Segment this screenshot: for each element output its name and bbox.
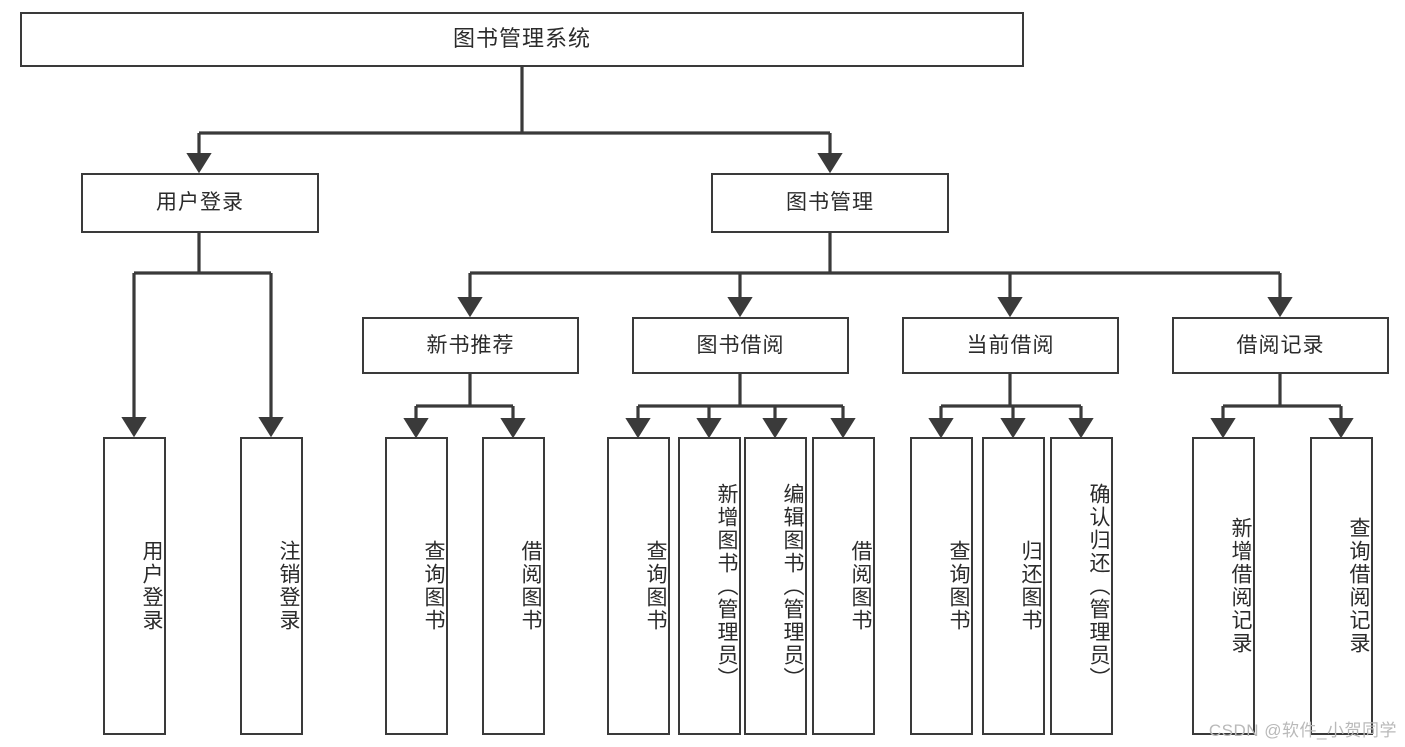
leaf-query-book-2[interactable]: 查询图书 — [607, 437, 670, 735]
node-root[interactable]: 图书管理系统 — [20, 12, 1024, 67]
leaf-logout-login[interactable]: 注销登录 — [240, 437, 303, 735]
csdn-watermark: CSDN @软件_小贺同学 — [1208, 721, 1397, 740]
leaf-user-login[interactable]: 用户登录 — [103, 437, 166, 735]
node-book-manage[interactable]: 图书管理 — [711, 173, 949, 233]
leaf-confirm-return[interactable]: 确认归还（管理员） — [1050, 437, 1113, 735]
node-book-borrow[interactable]: 图书借阅 — [632, 317, 849, 374]
leaf-add-book[interactable]: 新增图书（管理员） — [678, 437, 741, 735]
node-user-login[interactable]: 用户登录 — [81, 173, 319, 233]
leaf-query-book-1[interactable]: 查询图书 — [385, 437, 448, 735]
leaf-add-borrow-record[interactable]: 新增借阅记录 — [1192, 437, 1255, 735]
leaf-edit-book[interactable]: 编辑图书（管理员） — [744, 437, 807, 735]
node-new-book-recommend[interactable]: 新书推荐 — [362, 317, 579, 374]
leaf-borrow-book-1[interactable]: 借阅图书 — [482, 437, 545, 735]
node-borrow-record[interactable]: 借阅记录 — [1172, 317, 1389, 374]
leaf-borrow-book-2[interactable]: 借阅图书 — [812, 437, 875, 735]
node-current-borrow[interactable]: 当前借阅 — [902, 317, 1119, 374]
leaf-query-borrow-record[interactable]: 查询借阅记录 — [1310, 437, 1373, 735]
leaf-return-book[interactable]: 归还图书 — [982, 437, 1045, 735]
leaf-query-book-3[interactable]: 查询图书 — [910, 437, 973, 735]
